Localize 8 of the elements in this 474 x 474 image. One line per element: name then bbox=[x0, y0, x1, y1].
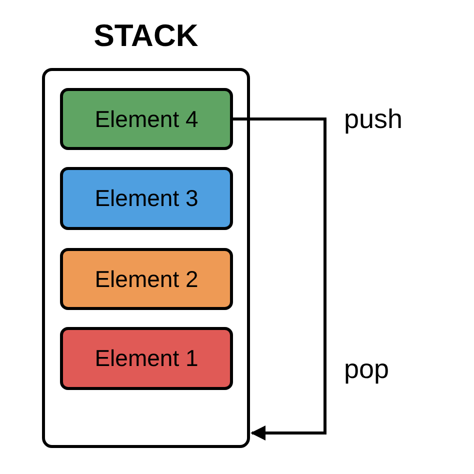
operation-label: pop bbox=[344, 356, 390, 383]
stack-title: STACK bbox=[92, 20, 200, 51]
arrow bbox=[233, 118, 326, 440]
stack-element: Element 2 bbox=[60, 248, 233, 310]
stack-element: Element 4 bbox=[60, 88, 233, 150]
operation-label: push bbox=[344, 106, 403, 133]
stack-element: Element 1 bbox=[60, 327, 233, 390]
stack-element: Element 3 bbox=[60, 167, 233, 230]
